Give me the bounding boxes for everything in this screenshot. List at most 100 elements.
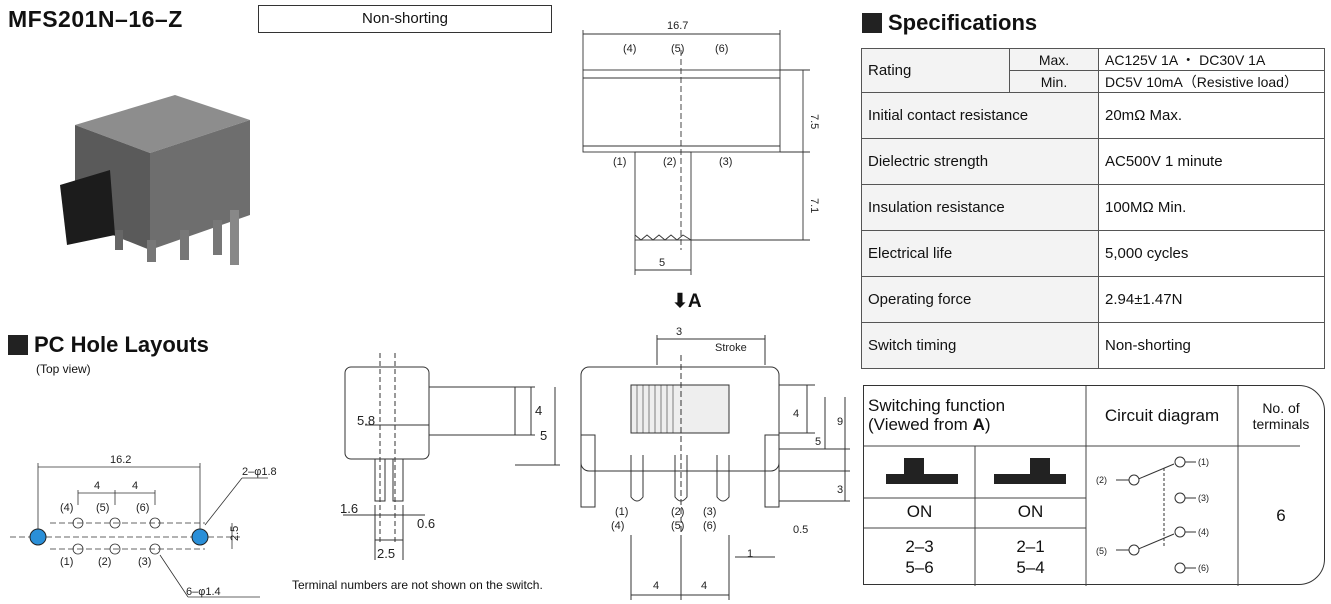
dim-height: 2.5: [229, 526, 241, 541]
rating-min-value: DC5V 10mA（Resistive load）: [1098, 70, 1325, 93]
circuit-label-2: (2): [1096, 475, 1107, 485]
front-dim-1: 1: [747, 548, 753, 560]
pc-hole-title: PC Hole Layouts: [34, 332, 209, 357]
circuit-diagram: [1116, 456, 1196, 574]
front-label-6: (6): [703, 520, 716, 532]
top-label-6: (6): [715, 43, 728, 55]
rating-label: Rating: [861, 48, 1010, 93]
spec-label: Switch timing: [861, 322, 1099, 369]
spec-row: Electrical life 5,000 cycles: [861, 230, 1325, 277]
terminals-header-line2: terminals: [1252, 416, 1310, 432]
circuit-label-1: (1): [1198, 457, 1209, 467]
pc-hole-subtitle: (Top view): [36, 362, 91, 376]
specs-heading: Specifications: [862, 10, 1037, 36]
terminals-header: No. of terminals: [1238, 400, 1324, 432]
slide-right-icon: [994, 474, 1066, 484]
switching-header-view-a: A: [972, 415, 985, 434]
hole-label-3: (3): [138, 556, 151, 568]
front-dim-3: 3: [837, 484, 843, 496]
spec-row: Insulation resistance 100MΩ Min.: [861, 184, 1325, 231]
spec-value: 100MΩ Min.: [1098, 184, 1325, 231]
terminals-header-line1: No. of: [1262, 400, 1300, 416]
pos1-state: ON: [906, 502, 933, 521]
side-dim-5: 5: [540, 428, 547, 443]
dim-pitch-a: 4: [94, 480, 100, 492]
circuit-label-5: (5): [1096, 546, 1107, 556]
front-dim-4: 4: [793, 408, 799, 420]
mount-hole-right: [191, 528, 209, 546]
top-dim-knob: 7.1: [808, 198, 820, 213]
side-dim-4: 4: [535, 403, 542, 418]
front-dim-9: 9: [837, 416, 843, 428]
top-label-2: (2): [663, 156, 676, 168]
top-dim-knob-width: 5: [659, 257, 665, 269]
spec-row: Initial contact resistance 20mΩ Max.: [861, 92, 1325, 139]
spec-value: 5,000 cycles: [1098, 230, 1325, 277]
front-label-2: (2): [671, 506, 684, 518]
hole-label-2: (2): [98, 556, 111, 568]
front-dim-05: 0.5: [793, 524, 808, 536]
front-stroke-label: Stroke: [715, 342, 747, 354]
spec-value: Non-shorting: [1098, 322, 1325, 369]
model-title: MFS201N–16–Z: [8, 6, 183, 32]
spec-value: 2.94±1.47N: [1098, 276, 1325, 323]
side-dim-58: 5.8: [357, 413, 375, 428]
front-label-1: (1): [615, 506, 628, 518]
spec-row: Switch timing Non-shorting: [861, 322, 1325, 369]
product-photo: [60, 95, 250, 265]
pos2-state: ON: [1017, 502, 1044, 521]
hole-label-6: (6): [136, 502, 149, 514]
rating-max-label: Max.: [1009, 48, 1099, 71]
pos2-connections: 2–1 5–4: [975, 536, 1086, 578]
side-dim-06: 0.6: [417, 516, 435, 531]
hole-label-1: (1): [60, 556, 73, 568]
top-label-5: (5): [671, 43, 684, 55]
circuit-label-3: (3): [1198, 493, 1209, 503]
top-dim-height: 7.5: [808, 114, 820, 129]
side-dim-16: 1.6: [340, 501, 358, 516]
spec-row: Operating force 2.94±1.47N: [861, 276, 1325, 323]
pc-hole-heading: PC Hole Layouts: [8, 332, 209, 358]
rating-max-value: AC125V 1A ・ DC30V 1A: [1098, 48, 1325, 71]
spec-label: Operating force: [861, 276, 1099, 323]
terminal-count: 6: [1276, 506, 1286, 525]
top-label-3: (3): [719, 156, 732, 168]
view-a-label: A: [687, 291, 702, 312]
top-label-1: (1): [613, 156, 626, 168]
switching-header: Switching function (Viewed from A): [868, 396, 1005, 434]
front-label-5: (5): [671, 520, 684, 532]
top-label-4: (4): [623, 43, 636, 55]
section-square-icon: [862, 13, 882, 33]
pos1-connections: 2–3 5–6: [864, 536, 975, 578]
spec-label: Dielectric strength: [861, 138, 1099, 185]
pos1-line2: 5–6: [905, 558, 934, 577]
circuit-label-4: (4): [1198, 527, 1209, 537]
switching-table: (2) (5) (1) (3) (4) (6) Switching functi…: [863, 385, 1325, 586]
circuit-header: Circuit diagram: [1104, 406, 1220, 425]
pos1-line1: 2–3: [905, 537, 934, 556]
spec-value: AC500V 1 minute: [1098, 138, 1325, 185]
down-arrow-icon: ⬇: [672, 291, 688, 312]
front-dim-pitch-b: 4: [701, 580, 707, 592]
section-square-icon: [8, 335, 28, 355]
switching-header-viewed: (Viewed from: [868, 415, 973, 434]
rating-min-label: Min.: [1009, 70, 1099, 93]
side-view-drawing: 5.8 4 5 1.6 0.6 2.5: [340, 353, 560, 561]
spec-label: Electrical life: [861, 230, 1099, 277]
dim-small-hole: 6–φ1.4: [186, 586, 221, 598]
front-dim-5: 5: [815, 436, 821, 448]
slide-left-icon: [886, 474, 958, 484]
pos2-line1: 2–1: [1016, 537, 1045, 556]
dim-pitch-b: 4: [132, 480, 138, 492]
view-a-marker: ⬇A: [672, 290, 702, 313]
specs-title: Specifications: [888, 10, 1038, 35]
hole-label-4: (4): [60, 502, 73, 514]
front-label-4: (4): [611, 520, 624, 532]
front-dim-pitch-a: 4: [653, 580, 659, 592]
pc-hole-drawing: 16.2 4 4 2.5 2–φ1.8 6–φ1.4 (4) (5) (6) (…: [10, 454, 277, 598]
switching-header-end: ): [984, 415, 991, 434]
front-label-3: (3): [703, 506, 716, 518]
front-dim-stroke: 3: [676, 326, 682, 338]
type-badge: Non-shorting: [258, 5, 552, 33]
top-dim-width: 16.7: [667, 20, 688, 32]
